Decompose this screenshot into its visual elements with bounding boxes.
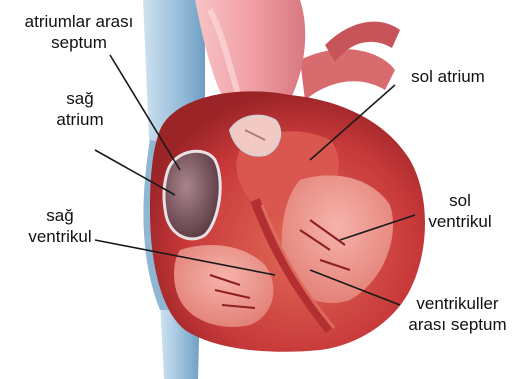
label-left-atrium-line1: sol atrium: [398, 66, 498, 87]
label-interatrial-septum: atriumlar arası septum: [4, 11, 154, 53]
label-interatrial-septum-line1: atriumlar arası: [4, 11, 154, 32]
label-right-ventricle-line1: sağ: [10, 205, 110, 226]
label-right-atrium-line1: sağ: [40, 88, 120, 109]
label-right-ventricle-line2: ventrikul: [10, 226, 110, 247]
label-interventricular-septum-line1: ventrikuller: [395, 293, 520, 314]
label-left-atrium: sol atrium: [398, 66, 498, 87]
label-interventricular-septum: ventrikuller arası septum: [395, 293, 520, 335]
label-interatrial-septum-line2: septum: [4, 32, 154, 53]
label-right-atrium: sağ atrium: [40, 88, 120, 130]
pulmonary-vessels: [300, 22, 400, 100]
label-interventricular-septum-line2: arası septum: [395, 314, 520, 335]
right-atrium-chamber: [164, 151, 220, 239]
label-right-atrium-line2: atrium: [40, 109, 120, 130]
label-left-ventricle-line2: ventrikul: [410, 211, 510, 232]
label-right-ventricle: sağ ventrikul: [10, 205, 110, 247]
label-left-ventricle-line1: sol: [410, 190, 510, 211]
label-left-ventricle: sol ventrikul: [410, 190, 510, 232]
